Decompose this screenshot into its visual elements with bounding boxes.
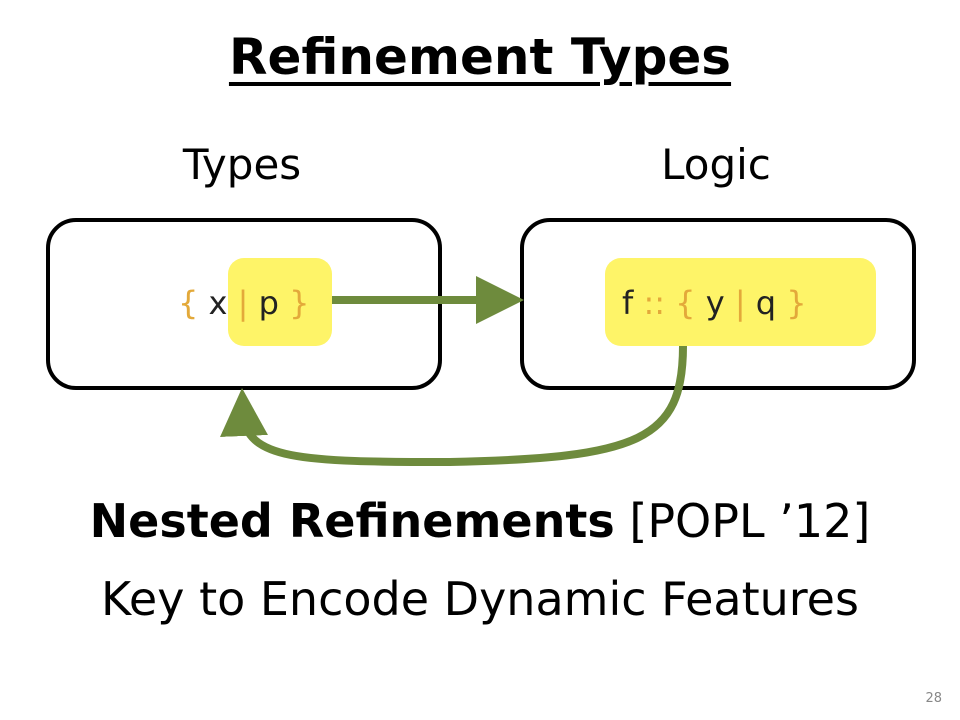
types-label: Types [182, 140, 302, 189]
nested-refinements-heading: Nested Refinements [POPL ’12] [0, 494, 960, 548]
logic-fn: f [622, 284, 644, 322]
logic-expression: f :: { y | q } [622, 284, 807, 322]
types-open-brace: { [178, 284, 199, 322]
predicate-p-highlight [228, 258, 332, 346]
page-number: 28 [925, 691, 942, 706]
slide-title-text: Refinement Types [228, 28, 732, 86]
logic-close-brace: } [786, 284, 807, 322]
nested-bold: Nested Refinements [89, 494, 615, 548]
logic-colons: :: [643, 284, 665, 322]
subtitle: Key to Encode Dynamic Features [101, 572, 859, 626]
types-close-brace: } [289, 284, 310, 322]
logic-var: y [695, 284, 735, 322]
logic-bar: | [734, 284, 746, 322]
types-pred: p [248, 284, 290, 322]
types-bar: | [237, 284, 249, 322]
logic-pred: q [745, 284, 787, 322]
types-expression: { x | p } [178, 284, 309, 322]
signature-q-highlight [605, 258, 876, 346]
nested-citation: [POPL ’12] [614, 494, 871, 548]
logic-open-brace: { [665, 284, 696, 322]
slide-title: Refinement Types [0, 28, 960, 86]
types-var: x [198, 284, 238, 322]
logic-to-types-arrow [220, 345, 687, 467]
logic-label: Logic [661, 140, 771, 189]
